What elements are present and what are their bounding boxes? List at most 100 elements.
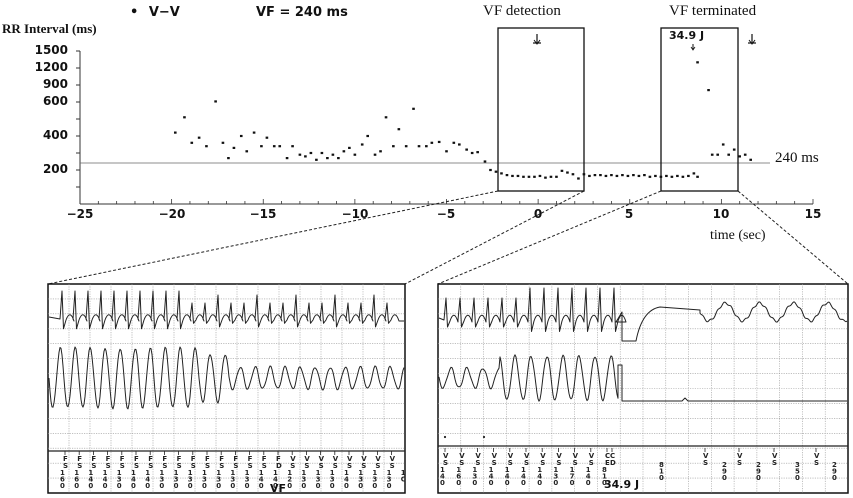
interval-digit: 3	[301, 476, 306, 484]
interval-digit: 1	[188, 469, 193, 477]
interval-digit: 0	[795, 474, 800, 482]
interval-digit: 0	[586, 479, 591, 487]
marker-code: V	[524, 452, 530, 460]
interval-digit: 0	[344, 482, 349, 490]
svg-text:S: S	[737, 459, 742, 467]
data-point	[738, 155, 741, 158]
x-axis-label: time (sec)	[710, 228, 766, 243]
interval-digit: 2	[832, 461, 837, 469]
data-point	[437, 140, 441, 144]
interval-digit: 4	[344, 476, 349, 484]
data-point	[366, 134, 370, 138]
x-tick: 15	[804, 207, 822, 221]
marker-code: S	[262, 462, 267, 470]
interval-digit: 6	[456, 473, 461, 481]
data-point	[500, 172, 503, 175]
marker-code: S	[540, 459, 545, 467]
threshold-line-label: 240 ms	[775, 150, 819, 166]
data-point	[516, 174, 520, 178]
svg-text:S: S	[703, 459, 708, 467]
marker-code: F	[63, 455, 68, 463]
data-point	[337, 157, 340, 160]
marker-code: V	[556, 452, 562, 460]
data-point	[285, 157, 289, 160]
interval-digit: 0	[316, 482, 321, 490]
interval-digit: 0	[145, 482, 150, 490]
data-point	[326, 157, 329, 160]
vf-rhythm-label: VF	[270, 482, 287, 495]
legend-series-label: V−V	[148, 5, 180, 20]
interval-digit: 0	[216, 482, 221, 490]
interval-digit: 2	[287, 476, 292, 484]
shock-arrow-icon	[690, 44, 696, 51]
marker-code: V	[361, 455, 367, 463]
data-point	[353, 153, 357, 156]
marker-code: V	[475, 452, 481, 460]
marker-code: D	[276, 462, 282, 470]
interval-digit: 1	[330, 469, 335, 477]
interval-digit: 0	[570, 479, 575, 487]
interval-digit: 1	[440, 466, 445, 474]
data-point	[604, 174, 608, 178]
interval-digit: C	[401, 476, 406, 484]
ecg-grid-right	[438, 284, 848, 493]
data-point	[239, 134, 243, 138]
interval-digit: 4	[586, 473, 591, 481]
data-point	[309, 151, 313, 155]
interval-digit: 1	[472, 466, 477, 474]
interval-digit: 1	[301, 469, 306, 477]
marker-code: V	[573, 452, 579, 460]
data-point	[470, 151, 474, 155]
interval-digit: 4	[521, 473, 526, 481]
interval-digit: 8	[659, 461, 664, 469]
marker-code: S	[475, 459, 480, 467]
marker-code: S	[162, 462, 167, 470]
interval-digit: 0	[287, 482, 292, 490]
data-point	[549, 175, 553, 178]
interval-digit: 5	[795, 468, 800, 476]
interval-digit: 1	[159, 469, 164, 477]
data-point	[721, 143, 725, 146]
data-point	[452, 141, 456, 144]
interval-digit: 0	[440, 479, 445, 487]
data-point	[593, 174, 597, 177]
data-point	[425, 145, 428, 148]
data-point	[183, 116, 186, 119]
interval-digit: 4	[131, 476, 136, 484]
data-point	[348, 146, 351, 149]
marker-code: V	[508, 452, 514, 460]
data-point	[577, 177, 580, 180]
y-tick-600: 600	[42, 94, 68, 108]
marker-code: S	[134, 462, 139, 470]
scatter-points	[173, 61, 752, 180]
marker-code: E	[605, 459, 610, 467]
marker-code: V	[390, 455, 396, 463]
interval-digit: 3	[358, 476, 363, 484]
data-point	[582, 173, 586, 176]
data-point	[632, 174, 635, 177]
interval-digit: 1	[60, 469, 65, 477]
data-point	[687, 174, 690, 178]
interval-digit: 4	[273, 476, 278, 484]
marker-code: S	[63, 462, 68, 470]
marker-code: V	[589, 452, 595, 460]
data-point	[315, 158, 318, 161]
interval-digit: 0	[202, 482, 207, 490]
interval-digit: 3	[372, 476, 377, 484]
interval-digit: 4	[537, 473, 542, 481]
marker-code: F	[148, 455, 153, 463]
data-point	[392, 145, 395, 148]
marker-code: S	[375, 462, 380, 470]
interval-digit: 0	[832, 474, 837, 482]
data-point	[621, 174, 624, 177]
data-point	[227, 157, 230, 160]
interval-digit: 1	[602, 473, 607, 481]
marker-code: F	[91, 455, 96, 463]
marker-code: F	[177, 455, 182, 463]
svg-text:S: S	[814, 459, 819, 467]
svg-text:V: V	[772, 452, 778, 460]
marker-code: S	[205, 462, 210, 470]
marker-code: S	[524, 459, 529, 467]
interval-digit: 4	[505, 473, 510, 481]
data-point	[476, 151, 479, 154]
